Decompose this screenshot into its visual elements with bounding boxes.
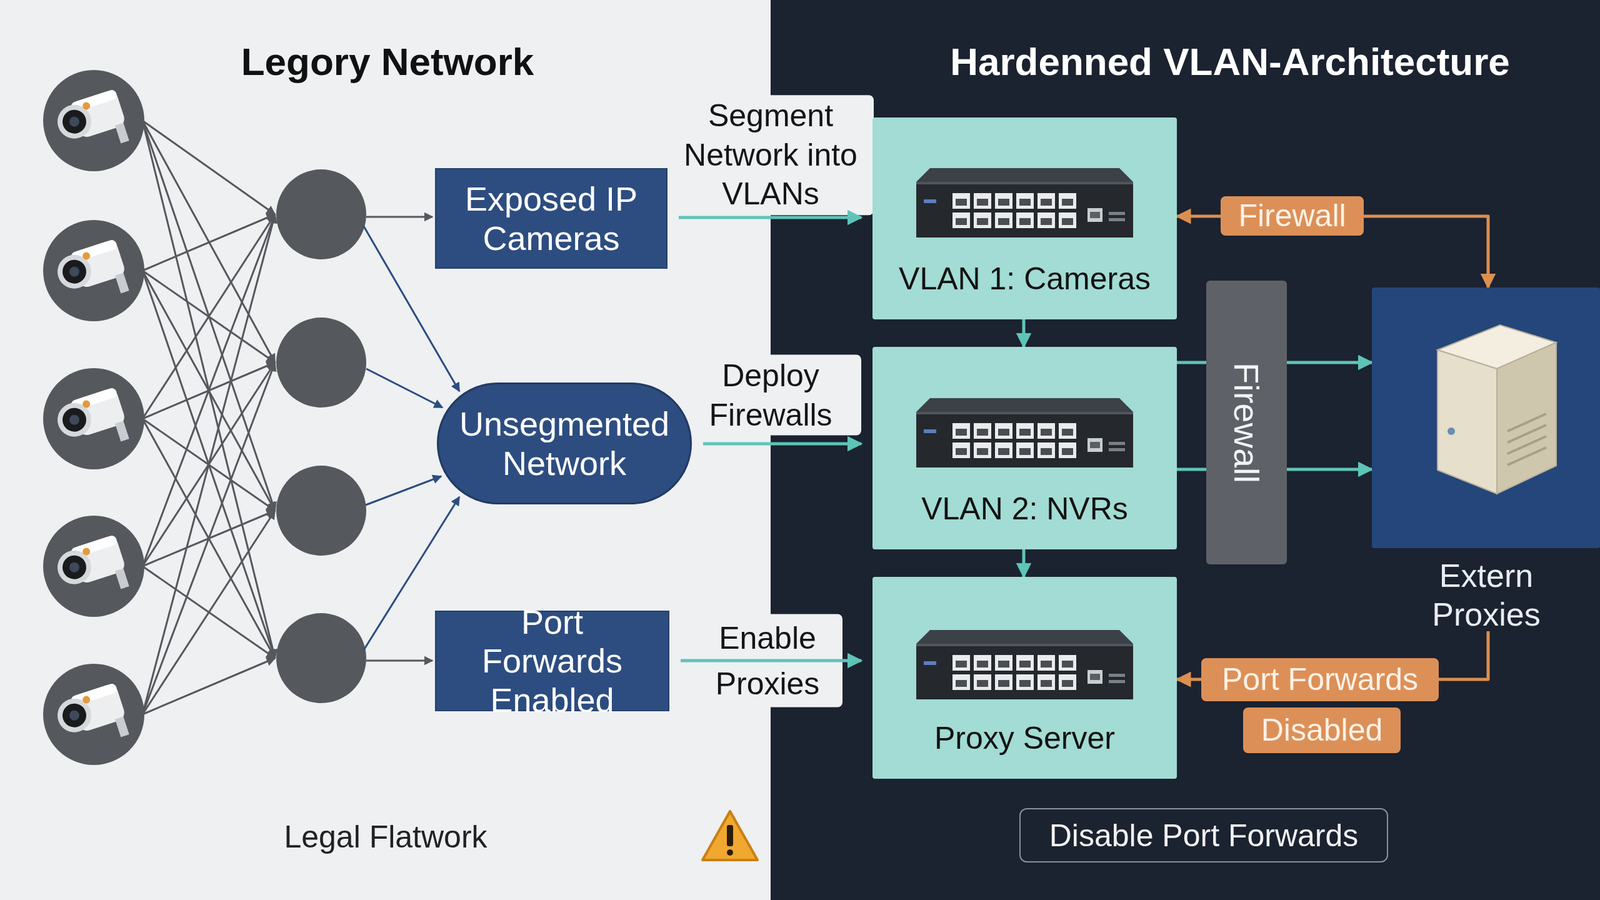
camera-link: [142, 214, 275, 567]
node-text: Extern Proxies: [1398, 556, 1574, 635]
camera-icon: [43, 70, 145, 172]
server-vent: [1507, 447, 1547, 465]
warning-dot: [726, 849, 734, 856]
node-text: Disable Port Forwards: [1049, 817, 1359, 854]
camera-link: [142, 362, 275, 715]
edge-label: Deploy Firewalls: [680, 355, 862, 436]
node-text: VLAN 1: Cameras: [898, 260, 1151, 297]
warning-mark: [726, 825, 734, 847]
edge-label: Segment Network into VLANs: [667, 95, 874, 215]
camera-link: [142, 120, 275, 659]
connector-arrow: [1363, 216, 1489, 288]
camera-link: [142, 214, 275, 271]
firewall-tag: Firewall: [1220, 196, 1364, 236]
light-panel: [0, 0, 771, 900]
camera-icon: [43, 663, 145, 765]
camera-icon: [43, 220, 145, 322]
hub-circle: [276, 613, 367, 704]
connector-arrow: [1022, 549, 1026, 577]
server-vent: [1507, 425, 1547, 443]
node-text: Disabled: [1261, 713, 1384, 748]
hub-circle: [276, 465, 367, 556]
node-text: Firewall: [1226, 362, 1267, 484]
action-box: Disable Port Forwards: [1019, 808, 1389, 863]
panel-title: Legory Network: [241, 39, 535, 84]
switch-icon: [916, 630, 1134, 700]
node-text: Port Forwards: [1221, 662, 1419, 697]
node-text: Exposed IP Cameras: [451, 179, 652, 257]
hub-circles: [276, 169, 367, 704]
server-front: [1437, 350, 1497, 494]
proxy-box: Proxy Server: [872, 576, 1177, 779]
hub-link: [366, 216, 433, 219]
node-text: Unsegmented Network: [457, 404, 672, 482]
hub-circle: [276, 169, 367, 260]
node-text: Firewall: [1238, 198, 1346, 234]
connector-arrow: [680, 659, 862, 663]
connector-arrow: [1022, 319, 1026, 347]
hub-circle: [276, 317, 367, 408]
hub-link: [366, 660, 433, 662]
connector-arrow: [1176, 678, 1202, 682]
server-vent: [1507, 413, 1547, 432]
server-node: Extern Proxies: [1371, 287, 1600, 632]
warning-icon: [702, 811, 758, 860]
server-box: [1371, 287, 1600, 549]
server-icon: [1437, 325, 1557, 494]
status-tag: Port Forwards: [1201, 658, 1439, 702]
camera-icon: [43, 368, 145, 470]
server-side: [1496, 342, 1557, 494]
switch-icon: [916, 168, 1134, 238]
connector-arrow: [1438, 631, 1489, 680]
node-text: Port Forwards Enabled: [451, 602, 654, 719]
camera-link: [142, 214, 275, 715]
status-tag: Disabled: [1243, 707, 1401, 754]
hub-link: [365, 476, 442, 505]
camera-link: [142, 510, 275, 715]
camera-icon: [43, 515, 145, 617]
panel-title: Hardenned VLAN-Architecture: [950, 39, 1510, 84]
warning-triangle: [702, 811, 758, 860]
node-text: VLAN 2: NVRs: [921, 490, 1129, 527]
node-text: Proxy Server: [934, 720, 1115, 757]
firewall-bar: Firewall: [1206, 280, 1287, 565]
panel-note: Legal Flatwork: [283, 818, 487, 855]
connector-arrow: [1176, 215, 1221, 219]
server-top: [1437, 325, 1557, 369]
network-pill: Unsegmented Network: [436, 382, 692, 505]
process-box: Port Forwards Enabled: [435, 610, 670, 712]
vlan-box: VLAN 1: Cameras: [872, 117, 1177, 320]
vlan-box: VLAN 2: NVRs: [872, 346, 1177, 550]
connector-arrow: [678, 216, 862, 220]
server-led: [1447, 427, 1455, 435]
dark-panel: [770, 0, 1600, 900]
connector-arrow: [703, 442, 862, 446]
process-box: Exposed IP Cameras: [435, 168, 668, 269]
camera-link: [142, 658, 275, 715]
hub-link: [366, 368, 443, 408]
switch-icon: [916, 398, 1134, 468]
camera-links: [142, 120, 275, 715]
server-vents: [1507, 413, 1547, 465]
camera-link: [142, 120, 275, 511]
server-vent: [1507, 436, 1547, 454]
